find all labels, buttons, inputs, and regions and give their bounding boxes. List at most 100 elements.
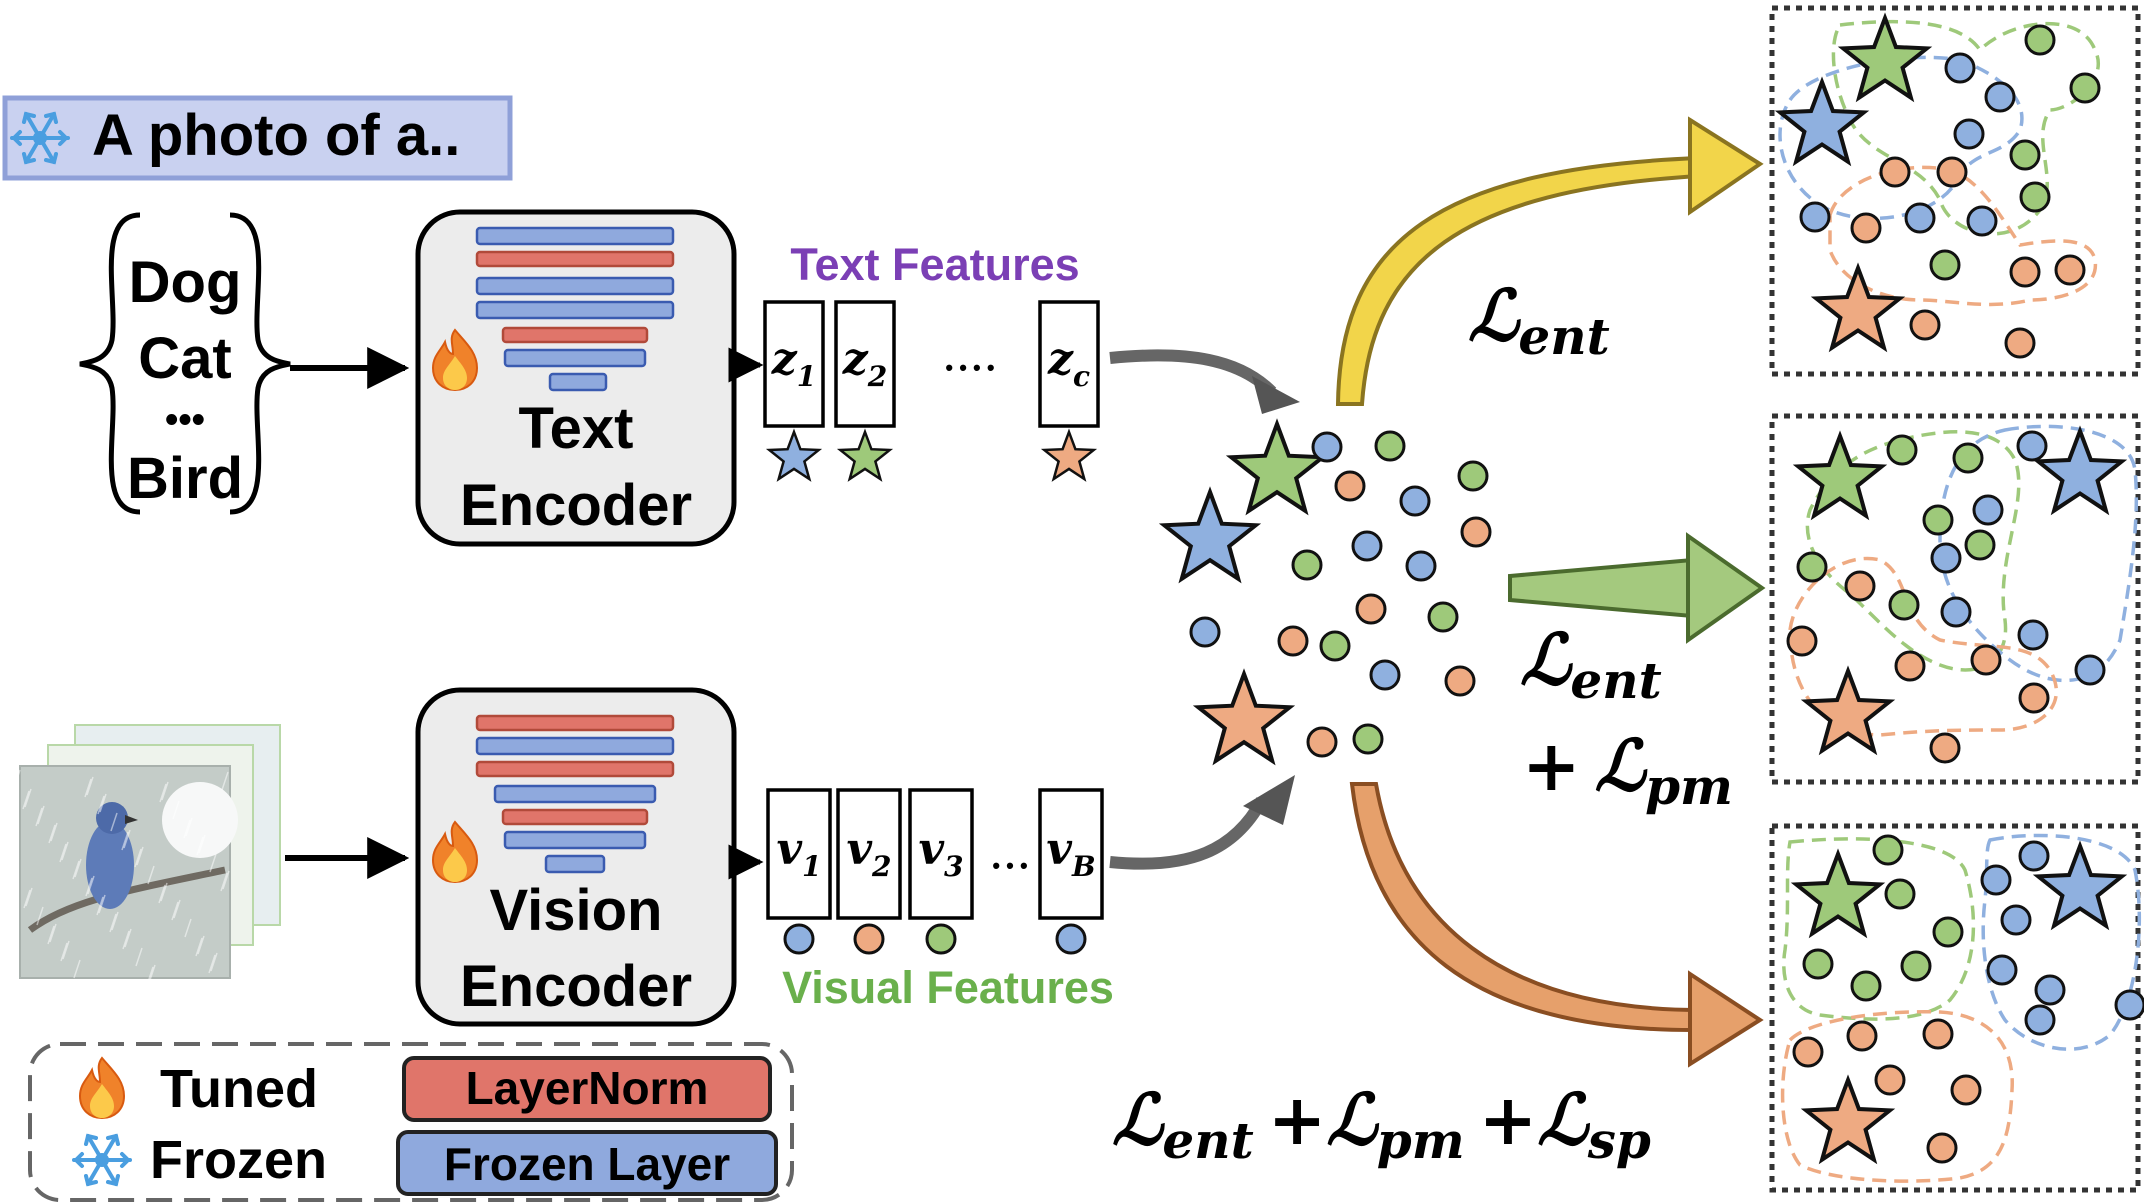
embedding-dot — [1444, 665, 1476, 697]
sample-dot — [1872, 834, 1904, 866]
z2-label: z2 — [842, 334, 887, 393]
sample-dot — [1984, 81, 2016, 113]
sample-dot — [1884, 878, 1916, 910]
frozen-layer-bar — [475, 276, 675, 296]
sample-dot — [1936, 156, 1968, 188]
sample-dot — [1953, 118, 1985, 150]
layernorm-bar — [501, 326, 649, 344]
visual-feature-vb — [1038, 788, 1104, 920]
class-star — [1790, 848, 1886, 939]
frozen-layer-bar — [475, 300, 675, 320]
text-encoder: Text Encoder — [415, 209, 737, 547]
class-star — [2032, 840, 2128, 931]
sample-dot — [1900, 950, 1932, 982]
layernorm-bar — [475, 760, 675, 778]
sample-dot — [1930, 542, 1962, 574]
loss-label-bottom: ℒent+ℒpm+ℒsp — [1112, 1078, 1651, 1170]
text-features-title: Text Features — [790, 239, 1079, 290]
feature-dot — [783, 923, 815, 955]
sample-dot — [1932, 916, 1964, 948]
sample-dot — [2018, 840, 2050, 872]
vision-encoder: Vision Encoder — [415, 687, 737, 1027]
embedding-dot — [1374, 430, 1406, 462]
prompt-text: A photo of a.. — [92, 103, 460, 168]
class-ellipsis: ••• — [165, 399, 205, 441]
sample-dot — [2114, 989, 2144, 1021]
embedding-dot — [1460, 516, 1492, 548]
bird-icon — [86, 821, 134, 909]
embedding-dot — [1352, 723, 1384, 755]
class-bird: Bird — [127, 446, 243, 511]
sample-dot — [1879, 156, 1911, 188]
embedding-dot — [1457, 460, 1489, 492]
sample-dot — [2069, 72, 2101, 104]
loss-arrow-bottom — [1349, 782, 1764, 1068]
class-star — [2032, 425, 2128, 516]
feature-dot — [853, 923, 885, 955]
sample-dot — [1966, 205, 1998, 237]
visual-to-space-arrow — [1109, 797, 1268, 870]
visual-feature-v1 — [766, 788, 832, 920]
sample-dot — [2009, 139, 2041, 171]
feature-star — [765, 428, 823, 482]
sample-dot — [1894, 650, 1926, 682]
loss-label-middle-1: ℒent — [1520, 618, 1662, 710]
sample-dot — [1796, 551, 1828, 583]
sample-dot — [1950, 1074, 1982, 1106]
v3-label: v3 — [918, 824, 963, 883]
class-star — [1792, 430, 1888, 521]
sample-dot — [2024, 1004, 2056, 1036]
text-encoder-label-2: Encoder — [460, 473, 692, 538]
visual-features-title: Visual Features — [782, 962, 1114, 1013]
class-star — [1774, 76, 1870, 167]
sample-dot — [2034, 974, 2066, 1006]
z1-label: z1 — [771, 334, 816, 393]
sample-dot — [2018, 682, 2050, 714]
class-cat: Cat — [138, 326, 231, 391]
layernorm-bar — [501, 808, 649, 826]
class-star — [1158, 486, 1262, 584]
text-to-space-arrow — [1109, 349, 1277, 397]
embedding-dot — [1355, 593, 1387, 625]
embedding-dot — [1189, 616, 1221, 648]
panel-entropy-pm — [1769, 413, 2141, 785]
text-features: Text Features z1 z2 • • • • zc — [728, 239, 1100, 482]
frozen-layer-bar — [503, 830, 647, 850]
sample-dot — [1844, 570, 1876, 602]
class-star — [1800, 1074, 1896, 1165]
sample-dot — [1929, 732, 1961, 764]
feature-star — [836, 428, 894, 482]
sample-dot — [1926, 1132, 1958, 1164]
vb-label: vB — [1046, 824, 1095, 883]
visual-feature-v2 — [836, 788, 902, 920]
sample-dot — [1922, 1018, 1954, 1050]
sample-dot — [1904, 202, 1936, 234]
class-star — [1800, 665, 1896, 756]
visual-feature-v3 — [908, 788, 974, 920]
frozen-layer-bar — [503, 348, 647, 368]
panel-entropy — [1769, 5, 2141, 377]
sample-dot — [1786, 625, 1818, 657]
sample-dot — [1888, 589, 1920, 621]
feature-dot — [1055, 923, 1087, 955]
sample-dot — [1792, 1036, 1824, 1068]
sample-dot — [1980, 864, 2012, 896]
sample-dot — [2017, 619, 2049, 651]
embedding-space — [1158, 418, 1492, 766]
panel-entropy-pm-sp — [1769, 823, 2144, 1193]
layernorm-bar — [475, 714, 675, 732]
v1-label: v1 — [776, 824, 821, 883]
legend-frozen: Frozen — [150, 1130, 327, 1190]
sample-dot — [1940, 596, 1972, 628]
sample-dot — [1850, 970, 1882, 1002]
sample-dot — [1922, 504, 1954, 536]
sample-dot — [1799, 201, 1831, 233]
frozen-layer-bar — [493, 784, 657, 804]
legend-tuned: Tuned — [160, 1059, 318, 1119]
sample-dot — [2009, 256, 2041, 288]
loss-label-middle-2: +ℒpm — [1522, 724, 1733, 816]
frozen-layer-bar — [544, 854, 606, 874]
embedding-dot — [1277, 625, 1309, 657]
sample-dot — [1850, 212, 1882, 244]
vision-encoder-label-2: Encoder — [460, 954, 692, 1019]
